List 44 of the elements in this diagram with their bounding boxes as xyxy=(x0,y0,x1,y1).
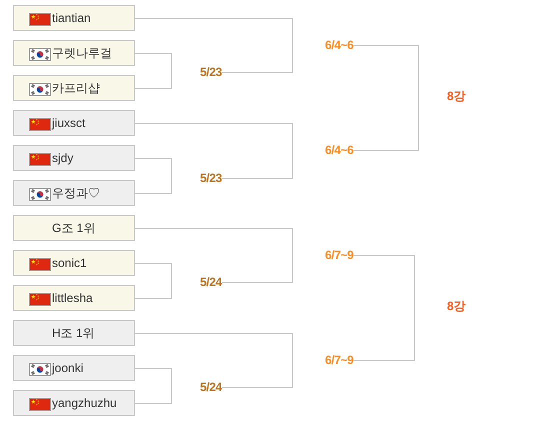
match-date: 5/24 xyxy=(200,275,222,289)
bracket-line xyxy=(134,263,172,299)
slot-label: 구렛나루걸 xyxy=(52,46,112,60)
player-slot xyxy=(13,355,135,381)
player-slot xyxy=(13,250,135,276)
slot-label: H조 1위 xyxy=(52,326,95,340)
match-date: 6/4~6 xyxy=(325,38,354,52)
bracket-line xyxy=(352,45,419,151)
player-slot xyxy=(13,390,135,416)
player-slot xyxy=(13,145,135,171)
player-slot xyxy=(13,75,135,101)
player-slot xyxy=(13,110,135,136)
slot-label: G조 1위 xyxy=(52,221,96,235)
bracket-line xyxy=(134,18,293,73)
slot-label: littlesha xyxy=(52,291,93,305)
bracket-line xyxy=(134,228,293,283)
match-date: 6/7~9 xyxy=(325,248,354,262)
slot-label: yangzhuzhu xyxy=(52,396,117,410)
round-label: 8강 xyxy=(447,89,465,103)
player-slot xyxy=(13,320,135,346)
bracket-line xyxy=(134,53,172,89)
bracket-line xyxy=(134,158,172,194)
player-slot xyxy=(13,180,135,206)
slot-label: 우정과♡ xyxy=(52,186,100,200)
match-date: 5/23 xyxy=(200,65,222,79)
player-slot xyxy=(13,5,135,31)
slot-label: jiuxsct xyxy=(52,116,86,130)
slot-label: sjdy xyxy=(52,151,74,165)
slot-label: 카프리샵 xyxy=(52,81,100,95)
match-date: 6/7~9 xyxy=(325,353,354,367)
slot-label: joonki xyxy=(52,361,84,375)
slot-label: tiantian xyxy=(52,11,91,25)
player-slot xyxy=(13,215,135,241)
match-date: 5/24 xyxy=(200,380,222,394)
bracket-line xyxy=(134,368,172,404)
match-date: 5/23 xyxy=(200,171,222,185)
bracket-line xyxy=(134,333,293,388)
player-slot xyxy=(13,285,135,311)
bracket-line xyxy=(352,255,415,361)
player-slot xyxy=(13,40,135,66)
round-label: 8강 xyxy=(447,299,465,313)
slot-label: sonic1 xyxy=(52,256,87,270)
match-date: 6/4~6 xyxy=(325,143,354,157)
bracket-line xyxy=(134,123,293,179)
